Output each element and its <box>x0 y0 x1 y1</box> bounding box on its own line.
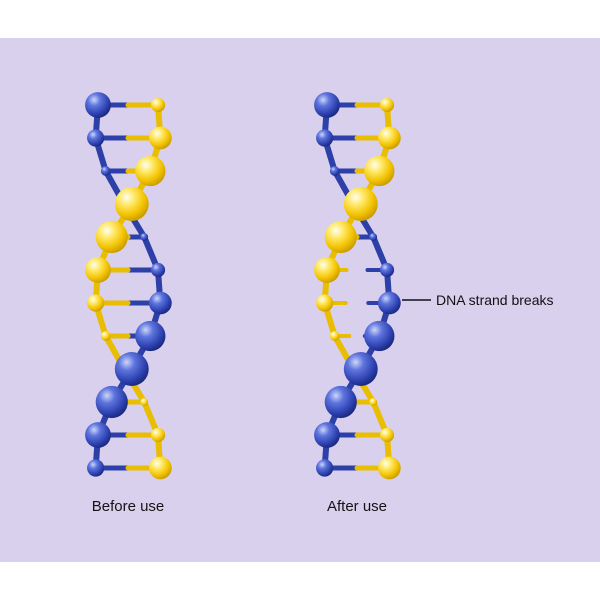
yellow-nucleotide-sphere <box>100 331 111 341</box>
blue-nucleotide-sphere <box>314 422 340 448</box>
label-after-use: After use <box>326 498 388 515</box>
yellow-nucleotide-sphere <box>379 97 395 113</box>
blue-nucleotide-sphere <box>364 320 395 352</box>
blue-nucleotide-sphere <box>148 291 172 315</box>
yellow-nucleotide-sphere <box>148 126 172 150</box>
blue-nucleotide-sphere <box>324 385 357 419</box>
blue-nucleotide-sphere <box>316 129 334 147</box>
blue-nucleotide-sphere <box>316 459 334 477</box>
blue-nucleotide-sphere <box>343 352 378 386</box>
blue-nucleotide-sphere <box>140 233 149 241</box>
yellow-nucleotide-sphere <box>343 187 378 221</box>
scene <box>85 92 431 480</box>
blue-nucleotide-sphere <box>369 233 378 241</box>
yellow-nucleotide-sphere <box>316 294 334 312</box>
yellow-nucleotide-sphere <box>95 220 128 254</box>
blue-nucleotide-sphere <box>95 385 128 419</box>
yellow-nucleotide-sphere <box>379 427 395 443</box>
blue-nucleotide-sphere <box>87 129 105 147</box>
blue-nucleotide-sphere <box>379 262 395 278</box>
blue-nucleotide-sphere <box>150 262 166 278</box>
blue-nucleotide-sphere <box>135 320 166 352</box>
label-before-use: Before use <box>91 498 165 515</box>
yellow-nucleotide-sphere <box>369 398 378 406</box>
yellow-nucleotide-sphere <box>150 427 166 443</box>
yellow-nucleotide-sphere <box>135 155 166 187</box>
blue-nucleotide-sphere <box>100 166 111 176</box>
yellow-nucleotide-sphere <box>329 331 340 341</box>
dna-helix-after <box>314 92 401 480</box>
yellow-nucleotide-sphere <box>114 187 149 221</box>
blue-nucleotide-sphere <box>85 92 111 118</box>
blue-nucleotide-sphere <box>85 422 111 448</box>
yellow-nucleotide-sphere <box>150 97 166 113</box>
yellow-nucleotide-sphere <box>377 456 401 480</box>
blue-nucleotide-sphere <box>377 291 401 315</box>
blue-nucleotide-sphere <box>329 166 340 176</box>
annotation-text: DNA strand breaks <box>436 292 554 308</box>
dna-helix-before <box>85 92 172 480</box>
blue-nucleotide-sphere <box>114 352 149 386</box>
yellow-nucleotide-sphere <box>364 155 395 187</box>
yellow-nucleotide-sphere <box>377 126 401 150</box>
yellow-nucleotide-sphere <box>87 294 105 312</box>
blue-nucleotide-sphere <box>87 459 105 477</box>
blue-nucleotide-sphere <box>314 92 340 118</box>
yellow-nucleotide-sphere <box>148 456 172 480</box>
yellow-nucleotide-sphere <box>314 257 340 283</box>
yellow-nucleotide-sphere <box>324 220 357 254</box>
yellow-nucleotide-sphere <box>140 398 149 406</box>
yellow-nucleotide-sphere <box>85 257 111 283</box>
